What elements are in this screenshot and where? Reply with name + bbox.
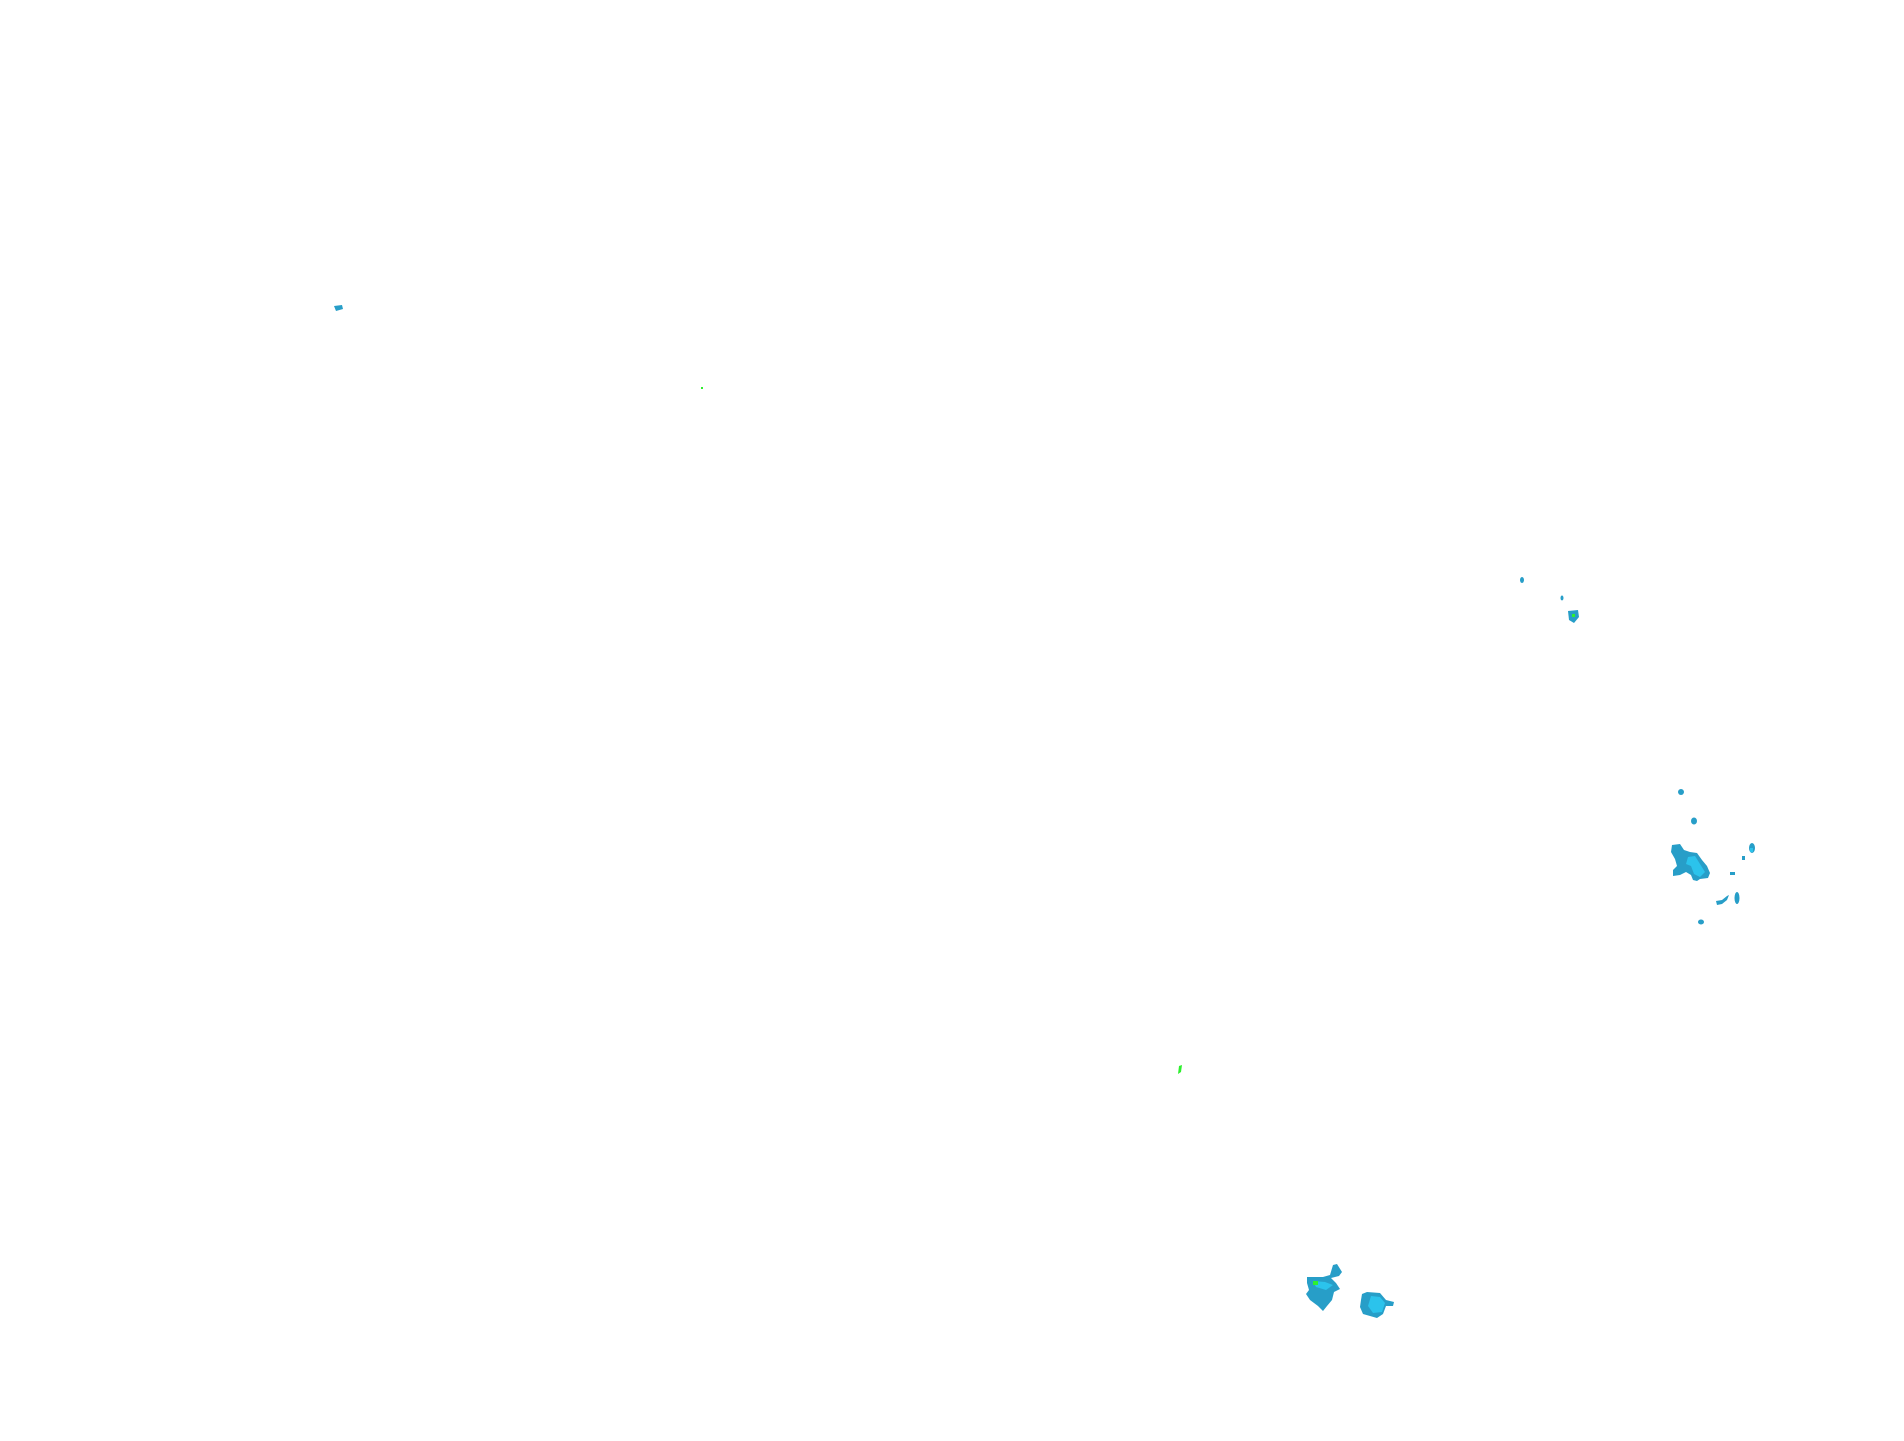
precip-cell-central-green — [1178, 1065, 1182, 1074]
precip-cluster-south — [1306, 1264, 1394, 1318]
precip-cell-green-dot — [701, 387, 703, 389]
precip-cluster-far-east — [1671, 789, 1755, 925]
precip-cluster-east — [1520, 577, 1579, 623]
precip-cell-northwest — [334, 305, 343, 311]
